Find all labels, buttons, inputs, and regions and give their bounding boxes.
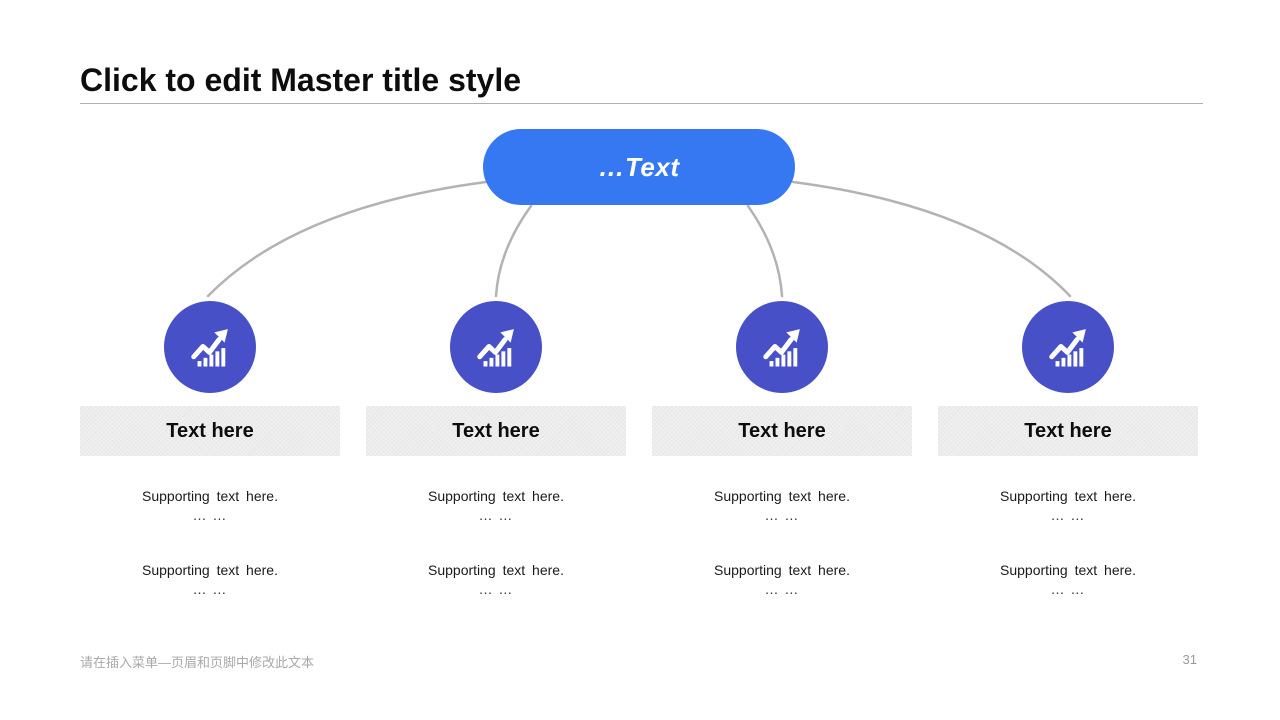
- trending-up-chart-icon: [1042, 321, 1094, 373]
- support-text-block[interactable]: Supporting text here. … …: [1000, 486, 1136, 524]
- trending-up-chart-icon: [756, 321, 808, 373]
- root-node-pill[interactable]: …Text: [483, 129, 795, 205]
- support-text-ellipsis: … …: [478, 581, 514, 597]
- connector-curve-2: [494, 204, 533, 298]
- branch-heading-box[interactable]: Text here: [938, 406, 1198, 456]
- branch-heading-label: Text here: [738, 419, 826, 442]
- connector-curve-3: [746, 204, 784, 298]
- node-circle-3[interactable]: [736, 301, 828, 393]
- support-text-line: Supporting text here.: [142, 488, 278, 504]
- support-text-line: Supporting text here.: [428, 488, 564, 504]
- support-text-ellipsis: … …: [1050, 581, 1086, 597]
- branch-columns: Text here Supporting text here. … … Supp…: [80, 301, 1198, 598]
- slide-title-placeholder[interactable]: Click to edit Master title style: [80, 62, 522, 98]
- support-text-block[interactable]: Supporting text here. … …: [428, 560, 564, 598]
- branch-heading-label: Text here: [166, 419, 254, 442]
- node-circle-2[interactable]: [450, 301, 542, 393]
- support-text-block[interactable]: Supporting text here. … …: [142, 560, 278, 598]
- branch-column-2: Text here Supporting text here. … … Supp…: [366, 301, 626, 598]
- support-text-line: Supporting text here.: [714, 488, 850, 504]
- branch-heading-box[interactable]: Text here: [652, 406, 912, 456]
- support-text-line: Supporting text here.: [1000, 562, 1136, 578]
- support-text-ellipsis: … …: [764, 507, 800, 523]
- branch-heading-box[interactable]: Text here: [366, 406, 626, 456]
- page-number: 31: [1182, 652, 1197, 667]
- trending-up-chart-icon: [470, 321, 522, 373]
- footer-placeholder[interactable]: 请在插入菜单—页眉和页脚中修改此文本: [80, 655, 315, 670]
- branch-heading-box[interactable]: Text here: [80, 406, 340, 456]
- support-text-block[interactable]: Supporting text here. … …: [142, 486, 278, 524]
- branch-column-4: Text here Supporting text here. … … Supp…: [938, 301, 1198, 598]
- support-text-line: Supporting text here.: [428, 562, 564, 578]
- branch-heading-label: Text here: [1024, 419, 1112, 442]
- support-text-block[interactable]: Supporting text here. … …: [428, 486, 564, 524]
- connector-curve-1: [206, 180, 488, 298]
- support-text-block[interactable]: Supporting text here. … …: [1000, 560, 1136, 598]
- root-node-label: …Text: [598, 151, 680, 182]
- connector-curve-4: [791, 180, 1072, 298]
- support-text-ellipsis: … …: [192, 507, 228, 523]
- support-text-ellipsis: … …: [192, 581, 228, 597]
- support-text-line: Supporting text here.: [142, 562, 278, 578]
- support-text-ellipsis: … …: [764, 581, 800, 597]
- support-text-line: Supporting text here.: [1000, 488, 1136, 504]
- support-text-ellipsis: … …: [1050, 507, 1086, 523]
- support-text-block[interactable]: Supporting text here. … …: [714, 560, 850, 598]
- support-text-ellipsis: … …: [478, 507, 514, 523]
- node-circle-1[interactable]: [164, 301, 256, 393]
- title-underline: [80, 103, 1203, 104]
- support-text-block[interactable]: Supporting text here. … …: [714, 486, 850, 524]
- node-circle-4[interactable]: [1022, 301, 1114, 393]
- branch-column-1: Text here Supporting text here. … … Supp…: [80, 301, 340, 598]
- branch-heading-label: Text here: [452, 419, 540, 442]
- trending-up-chart-icon: [184, 321, 236, 373]
- branch-column-3: Text here Supporting text here. … … Supp…: [652, 301, 912, 598]
- support-text-line: Supporting text here.: [714, 562, 850, 578]
